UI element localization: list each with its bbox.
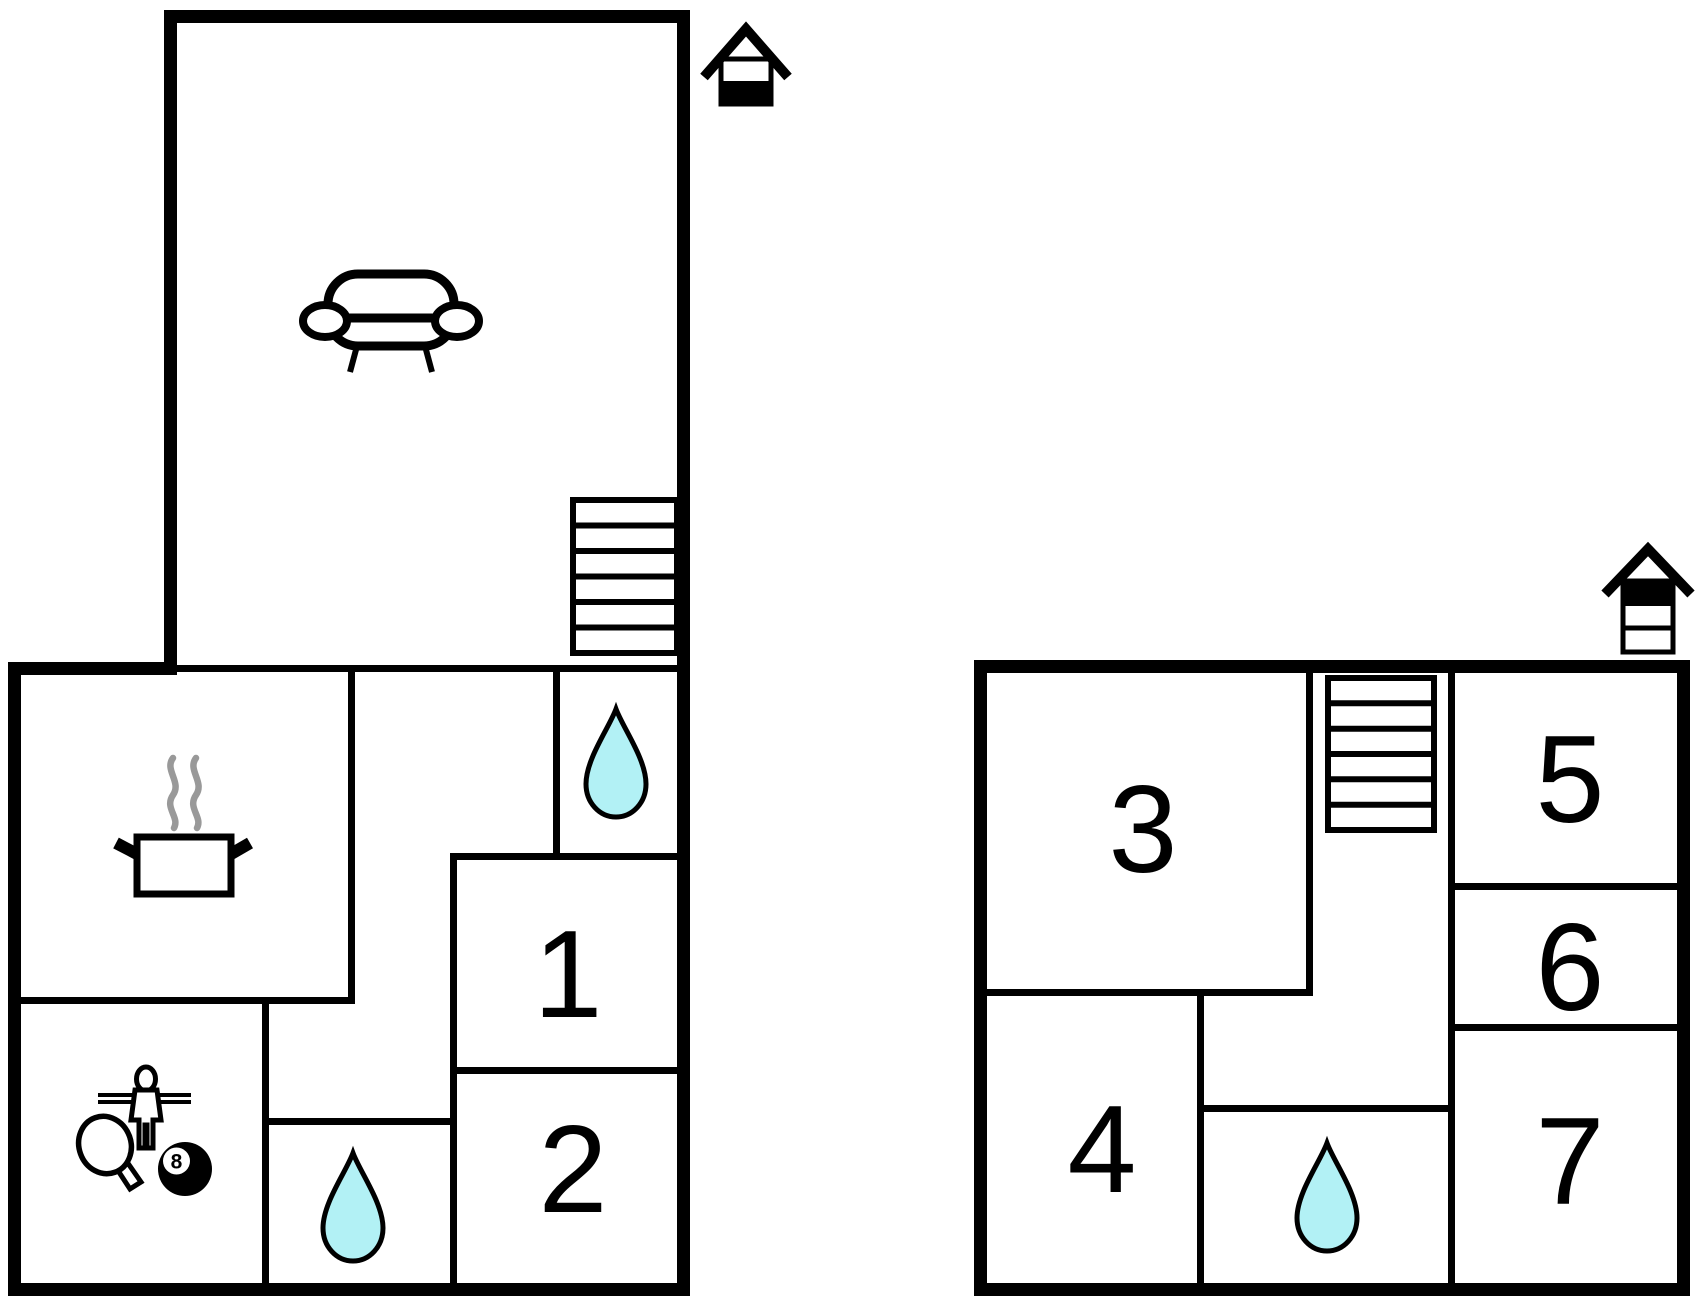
- bedroom-1-label: 1: [533, 906, 603, 1044]
- wall: [262, 1000, 269, 1290]
- svg-text:8: 8: [171, 1151, 183, 1174]
- bedroom-3-label: 3: [1108, 761, 1178, 899]
- wall: [974, 660, 1690, 673]
- water-drop-icon: [320, 1145, 386, 1264]
- wall: [1448, 673, 1455, 1290]
- wall: [8, 1283, 690, 1296]
- wall: [164, 10, 177, 672]
- eight-ball-icon: 8: [158, 1142, 212, 1196]
- wall: [1455, 883, 1684, 890]
- wall: [974, 1283, 1690, 1296]
- wall: [974, 660, 987, 1296]
- bedroom-4-label: 4: [1067, 1081, 1137, 1219]
- table-tennis-paddle-icon: [75, 1113, 145, 1193]
- water-drop-icon: [1294, 1135, 1360, 1254]
- game-room-icons: 8: [75, 1058, 213, 1197]
- wall: [1197, 989, 1204, 1290]
- house-level-upper-icon: [1601, 541, 1695, 655]
- kitchen-pot-icon: [112, 750, 254, 900]
- staircase-icon: [1325, 675, 1437, 833]
- wall: [987, 989, 1313, 996]
- wall: [457, 1067, 677, 1074]
- wall: [348, 668, 355, 1004]
- staircase-icon: [570, 497, 680, 656]
- wall: [1204, 1105, 1455, 1112]
- wall: [8, 662, 21, 1296]
- bedroom-2-label: 2: [538, 1101, 608, 1239]
- bedroom-5-label: 5: [1535, 711, 1605, 849]
- sofa-icon: [299, 269, 483, 375]
- wall: [1677, 660, 1690, 1296]
- wall: [177, 665, 677, 672]
- wall: [21, 997, 355, 1004]
- wall: [262, 1118, 457, 1125]
- wall: [677, 10, 690, 1296]
- bedroom-7-label: 7: [1535, 1093, 1605, 1231]
- wall: [553, 668, 560, 860]
- foosball-player-icon: [128, 1064, 164, 1151]
- wall: [1455, 1024, 1684, 1031]
- wall: [8, 662, 177, 675]
- wall: [164, 10, 690, 23]
- wall: [450, 857, 457, 1283]
- water-drop-icon: [583, 701, 649, 820]
- house-level-ground-icon: [700, 21, 793, 108]
- wall: [450, 853, 677, 860]
- bedroom-6-label: 6: [1535, 899, 1605, 1037]
- wall: [1306, 673, 1313, 996]
